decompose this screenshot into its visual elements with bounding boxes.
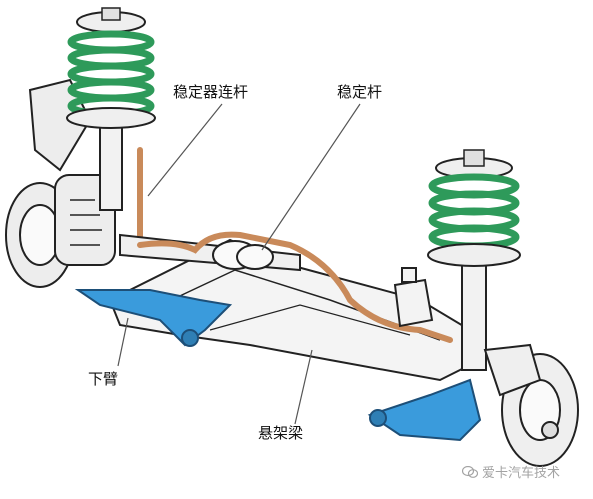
stabilizer-bar-label: 稳定杆 xyxy=(337,83,383,101)
engine-mount xyxy=(393,267,434,328)
stabilizer-link-label: 稳定器连杆 xyxy=(173,83,249,101)
subframe-label: 悬架梁 xyxy=(258,424,304,442)
left-strut xyxy=(66,7,156,211)
right-strut xyxy=(427,149,521,371)
watermark: 爱卡汽车技术 xyxy=(462,462,560,481)
leader-lines xyxy=(117,103,361,425)
left-spring xyxy=(67,30,155,118)
rack-boot xyxy=(212,240,274,270)
lower-arm-label: 下臂 xyxy=(88,370,119,388)
right-lower-arm xyxy=(367,378,482,442)
right-brake-disc xyxy=(483,343,579,467)
left-lower-arm xyxy=(74,289,233,347)
right-spring xyxy=(428,173,520,250)
wechat-icon xyxy=(462,465,478,478)
stabilizer-bar-part xyxy=(137,231,453,343)
left-knuckle xyxy=(5,78,116,288)
watermark-text: 爱卡汽车技术 xyxy=(482,466,561,481)
